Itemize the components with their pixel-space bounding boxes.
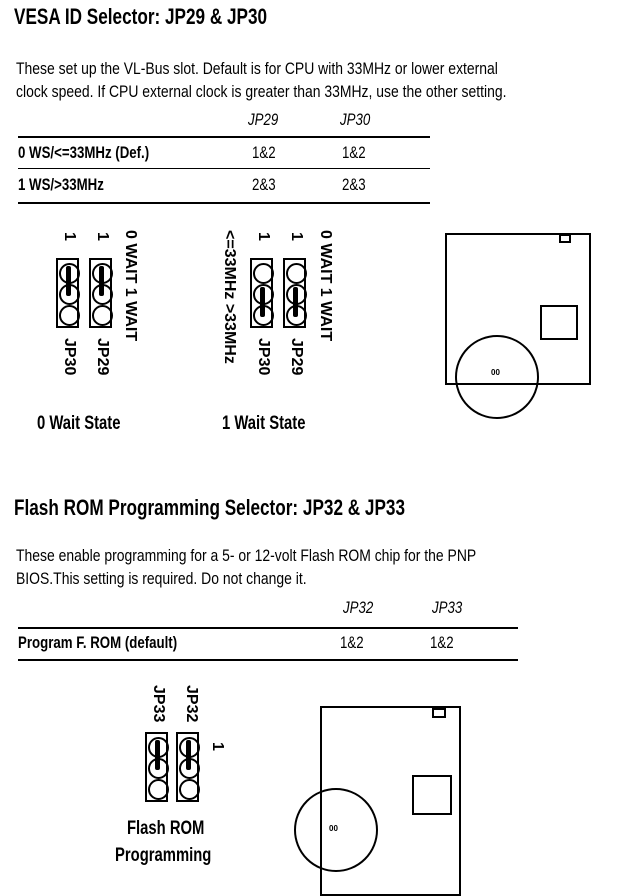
flash-cell: 1&2 [340,633,364,652]
jumper-jp33 [145,732,169,802]
vesa-cell: 1&2 [342,143,366,162]
vesa-cell: 1&2 [252,143,276,162]
vesa-header-jp29: JP29 [248,110,279,129]
wait-label: 0 WAIT 1 WAIT [317,230,334,342]
vesa-row-label: 0 WS/<=33MHz (Def.) [18,143,150,162]
caption-flash-line1: Flash ROM [127,818,205,839]
pin1-label: 1 [288,232,305,241]
vesa-header-jp30: JP30 [340,110,371,129]
board-marker: 00 [329,824,338,833]
jumper-jp30 [56,258,80,328]
flash-row-label: Program F. ROM (default) [18,633,178,652]
table-rule [18,202,430,204]
jp30-label: JP30 [61,338,78,376]
caption-1-wait: 1 Wait State [222,413,306,434]
table-rule [18,136,430,138]
jp33-label: JP33 [150,685,167,723]
speed-label: <=33MHz >33MHz [221,230,238,364]
wait-label: 0 WAIT 1 WAIT [122,230,139,342]
jumper-jp30 [250,258,274,328]
table-rule [18,659,518,661]
flash-cell: 1&2 [430,633,454,652]
jp29-label: JP29 [288,338,305,376]
vesa-row-label: 1 WS/>33MHz [18,175,104,194]
vesa-description-2: clock speed. If CPU external clock is gr… [16,82,507,101]
table-rule [18,168,430,169]
pin1-label: 1 [255,232,272,241]
jp29-label: JP29 [94,338,111,376]
vesa-title: VESA ID Selector: JP29 & JP30 [14,4,268,29]
flash-description-1: These enable programming for a 5- or 12-… [16,546,477,565]
pin1-label: 1 [94,232,111,241]
flash-header-jp33: JP33 [432,598,463,617]
flash-description-2: BIOS.This setting is required. Do not ch… [16,569,307,588]
flash-header-jp32: JP32 [343,598,374,617]
caption-flash-line2: Programming [115,845,212,866]
jp30-label: JP30 [255,338,272,376]
table-rule [18,627,518,629]
vesa-description-1: These set up the VL-Bus slot. Default is… [16,59,498,78]
jumper-jp29 [89,258,113,328]
caption-0-wait: 0 Wait State [37,413,121,434]
jumper-jp32 [176,732,200,802]
pin1-label: 1 [61,232,78,241]
board-marker: 00 [491,368,500,377]
jp32-label: JP32 [183,685,200,723]
jumper-jp29 [283,258,307,328]
vesa-cell: 2&3 [342,175,366,194]
vesa-cell: 2&3 [252,175,276,194]
flash-title: Flash ROM Programming Selector: JP32 & J… [14,495,405,520]
pin1-label: 1 [209,742,226,751]
